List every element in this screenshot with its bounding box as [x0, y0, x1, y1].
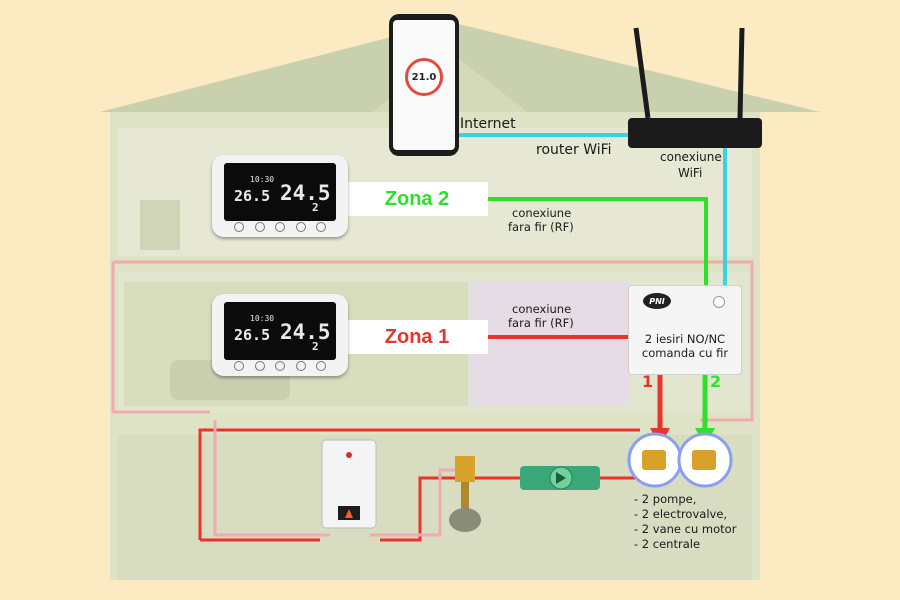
- zone1-label: Zona 1: [346, 320, 488, 354]
- output-options-list: - 2 pompe, - 2 electrovalve, - 2 vane cu…: [634, 492, 736, 552]
- thermostat-zone2-button[interactable]: [254, 222, 265, 232]
- thermostat-zone2-button[interactable]: [295, 222, 306, 232]
- label-rf-bottom-2: fara fir (RF): [508, 316, 574, 330]
- zone2-rf-link: [488, 197, 708, 288]
- pipe-pink-return-2: [370, 468, 460, 537]
- thermostat-zone2-button[interactable]: [234, 222, 244, 232]
- receiver-led-icon: [713, 296, 725, 308]
- thermostat-zone1: 10:30 26.5 24.5 2: [212, 294, 348, 376]
- receiver-description: 2 iesiri NO/NC comanda cu fir: [629, 332, 741, 360]
- option-item: - 2 centrale: [634, 537, 701, 551]
- valve2-body: [692, 450, 716, 470]
- thermostat-zone1-temp-big: 24.5: [280, 320, 331, 344]
- receiver-controller: PNI 2 iesiri NO/NC comanda cu fir: [628, 285, 742, 375]
- label-conexiune-wifi-2: WiFi: [678, 166, 703, 180]
- thermostat-zone2-button[interactable]: [316, 222, 326, 232]
- thermostat-zone1-temp-small: 26.5: [234, 326, 271, 344]
- phone-screen: 21.0: [393, 20, 455, 150]
- motor-valve-stem: [461, 482, 469, 512]
- pipe-red-top: [198, 428, 640, 540]
- boiler: [321, 439, 377, 529]
- thermostat-zone1-button[interactable]: [295, 361, 306, 371]
- thermostat-zone1-button[interactable]: [254, 361, 265, 371]
- label-rf-bottom-1: conexiune: [512, 302, 572, 316]
- option-item: - 2 electrovalve,: [634, 507, 728, 521]
- output2-label: 2: [710, 372, 722, 391]
- thermostat-zone2-time: 10:30: [250, 175, 275, 184]
- router: [628, 118, 762, 148]
- boiler-led: [346, 452, 352, 458]
- motor-valve-head: [455, 456, 475, 482]
- option-item: - 2 vane cu motor: [634, 522, 737, 536]
- pipe-pink-return: [213, 420, 330, 537]
- zone2-label: Zona 2: [346, 182, 488, 216]
- label-internet: Internet: [460, 116, 516, 132]
- thermostat-zone1-button[interactable]: [275, 361, 285, 371]
- motor-valve-tank: [449, 508, 481, 532]
- thermostat-zone1-button[interactable]: [316, 361, 326, 371]
- receiver-line2: comanda cu fir: [641, 346, 729, 360]
- flame-icon: [345, 509, 353, 518]
- cabinet: [140, 200, 180, 250]
- phone-setpoint: 21.0: [411, 71, 437, 83]
- thermostat-zone2-buttons: [234, 222, 326, 232]
- thermostat-zone2-temp-small: 26.5: [234, 187, 271, 205]
- label-rf-top-2: fara fir (RF): [508, 220, 574, 234]
- label-router-wifi: router WiFi: [536, 142, 612, 158]
- zone1-loop-left: [111, 262, 210, 414]
- label-rf-top-1: conexiune: [512, 206, 572, 220]
- pni-logo: PNI: [643, 293, 671, 309]
- kitchen-wall: [470, 282, 630, 406]
- output1-label: 1: [642, 372, 654, 391]
- thermostat-zone1-buttons: [234, 361, 326, 371]
- thermostat-zone1-button[interactable]: [234, 361, 244, 371]
- thermostat-zone2-temp-big: 24.5: [280, 181, 331, 205]
- valve1-body: [642, 450, 666, 470]
- thermostat-zone2-screen: 10:30 26.5 24.5 2: [224, 163, 336, 221]
- option-item: - 2 pompe,: [634, 492, 697, 506]
- smartphone: 21.0: [389, 14, 459, 156]
- router-antenna-1: [633, 27, 651, 119]
- thermostat-zone2-program: 2: [312, 201, 319, 214]
- pump-arrow-icon: [556, 472, 566, 484]
- thermostat-zone1-screen: 10:30 26.5 24.5 2: [224, 302, 336, 360]
- label-conexiune-wifi-1: conexiune: [660, 150, 722, 164]
- receiver-line1: 2 iesiri NO/NC: [644, 332, 726, 346]
- thermostat-zone2-button[interactable]: [275, 222, 285, 232]
- thermostat-zone2: 10:30 26.5 24.5 2: [212, 155, 348, 237]
- phone-setpoint-dial[interactable]: 21.0: [405, 58, 443, 96]
- thermostat-zone1-time: 10:30: [250, 314, 275, 323]
- zone1-loop-upper: [113, 260, 754, 422]
- thermostat-zone1-program: 2: [312, 340, 319, 353]
- router-antenna-2: [737, 27, 745, 119]
